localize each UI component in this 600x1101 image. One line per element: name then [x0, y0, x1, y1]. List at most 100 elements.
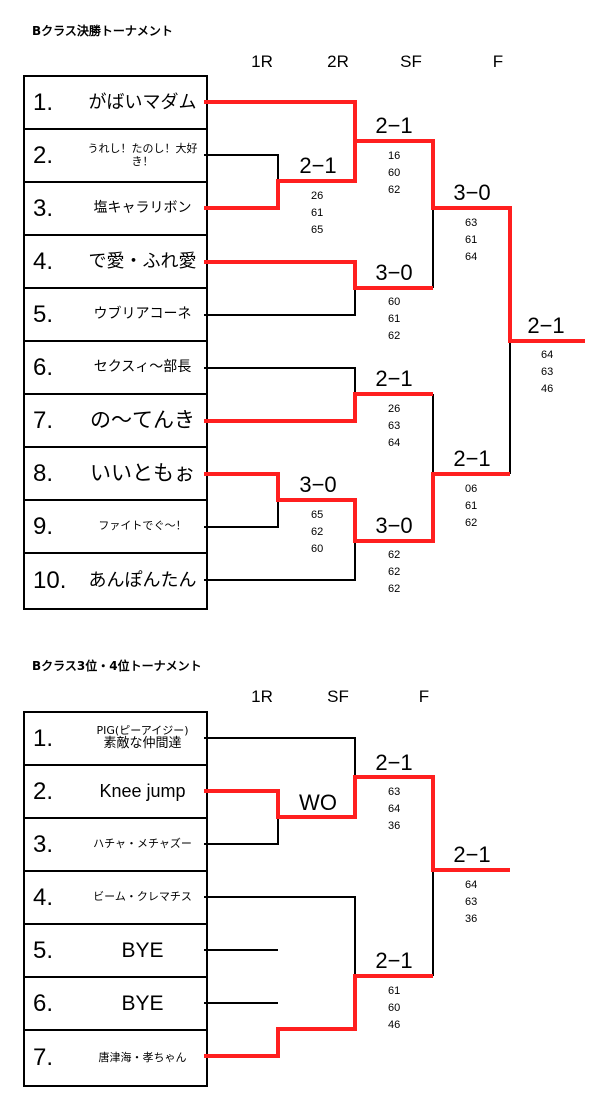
entry-row: 3. 塩キャラリボン: [25, 183, 206, 236]
set-score: 64: [465, 879, 478, 891]
team-name: がばいマダム: [88, 91, 197, 113]
round-header-sf: SF: [400, 52, 422, 71]
entry-row: 7. 唐津海・孝ちゃん: [25, 1031, 206, 1085]
set-score: 06: [465, 483, 478, 495]
team-name: うれし！たのし！大好き！: [87, 142, 198, 168]
winner-path: [204, 392, 433, 423]
set-score: 63: [388, 786, 401, 798]
team-name: 塩キャラリボン: [93, 199, 192, 216]
round-header-f: F: [418, 687, 430, 706]
set-scores: 63 64 36: [388, 784, 400, 835]
set-score: 36: [388, 820, 401, 832]
match-score: WO: [299, 790, 337, 815]
team-name: 唐津海・孝ちゃん: [98, 1050, 187, 1064]
team-name: ファイトでぐ～！: [98, 519, 187, 533]
match-score: 2−1: [375, 366, 413, 391]
main-bracket-lines: [204, 100, 585, 581]
match-score: 2−1: [527, 313, 565, 338]
seed-number: 1.: [33, 724, 54, 752]
set-score: 62: [388, 330, 401, 342]
set-score: 65: [311, 224, 324, 236]
set-score: 60: [388, 1002, 401, 1014]
entry-row: 4. ビーム・クレマチス: [25, 872, 206, 925]
team-name: BYE: [121, 938, 164, 962]
round-header-1r: 1R: [251, 52, 273, 71]
match-score: 3−0: [299, 472, 337, 497]
set-scores: 26 63 64: [388, 401, 400, 452]
bracket-line: [204, 791, 279, 845]
match-score: 3−0: [375, 513, 413, 538]
seed-number: 8.: [33, 459, 54, 487]
set-score: 61: [388, 313, 401, 325]
seed-number: 3.: [33, 194, 54, 222]
entry-row: 6. セクスィ～部長: [25, 342, 206, 395]
set-score: 62: [465, 517, 478, 529]
match-score: 2−1: [375, 948, 413, 973]
team-name: セクスィ～部長: [93, 358, 192, 375]
set-scores: 60 61 62: [388, 294, 400, 345]
set-score: 62: [388, 566, 401, 578]
main-title: Bクラス決勝トーナメント: [32, 24, 173, 38]
set-score: 60: [311, 543, 324, 555]
bracket-line: [204, 896, 356, 976]
set-score: 36: [465, 913, 478, 925]
set-scores: 62 62 62: [388, 547, 400, 598]
team-name: あんぽんたん: [88, 570, 197, 592]
set-scores: 64 63 46: [541, 347, 553, 398]
entry-row: 9. ファイトでぐ～！: [25, 501, 206, 554]
set-score: 63: [465, 217, 478, 229]
team-name: ビーム・クレマチス: [93, 890, 192, 904]
set-score: 61: [388, 985, 401, 997]
team-name: Knee jump: [99, 780, 186, 801]
winner-path: [204, 141, 357, 210]
seed-number: 10.: [33, 567, 67, 594]
set-score: 62: [388, 184, 401, 196]
match-score: 3−0: [453, 180, 491, 205]
set-score: 61: [465, 234, 478, 246]
winner-path: [204, 260, 433, 290]
team-name-line: 素敵な仲間達: [103, 736, 182, 752]
set-scores: 26 61 65: [311, 188, 323, 239]
set-score: 16: [388, 150, 401, 162]
set-score: 61: [311, 207, 324, 219]
seed-number: 9.: [33, 512, 54, 540]
team-name: で愛・ふれ愛: [88, 250, 197, 272]
seed-number: 2.: [33, 777, 54, 805]
entry-row: 2. うれし！たのし！大好き！: [25, 130, 206, 183]
seed-number: 6.: [33, 989, 54, 1017]
set-scores: 16 60 62: [388, 148, 400, 199]
match-score: 2−1: [375, 750, 413, 775]
seed-number: 5.: [33, 936, 54, 964]
set-score: 63: [388, 420, 401, 432]
bracket-line: [204, 474, 279, 528]
seed-number: 1.: [33, 88, 54, 116]
set-score: 64: [541, 349, 554, 361]
team-name: の～てんき: [90, 408, 195, 432]
team-name: PIG(ピーアイジー) 素敵な仲間達: [85, 713, 200, 764]
set-score: 65: [311, 509, 324, 521]
set-score: 60: [388, 167, 401, 179]
entry-row: 8. いいともぉ: [25, 448, 206, 501]
seed-number: 7.: [33, 1044, 54, 1071]
set-score: 62: [388, 583, 401, 595]
round-header-f: F: [492, 52, 504, 71]
set-scores: 65 62 60: [311, 507, 323, 558]
main-entry-list: 1. がばいマダム 2. うれし！たのし！大好き！ 3. 塩キャラリボン 4. …: [23, 75, 208, 610]
entry-row: 3. ハチャ・メチャズー: [25, 819, 206, 872]
set-scores: 63 61 64: [465, 215, 477, 266]
match-score: 2−1: [299, 153, 337, 178]
set-score: 26: [388, 403, 401, 415]
third-entry-list: 1. PIG(ピーアイジー) 素敵な仲間達 2. Knee jump 3. ハチ…: [23, 711, 208, 1087]
match-score: 2−1: [375, 113, 413, 138]
seed-number: 5.: [33, 300, 54, 328]
set-score: 62: [311, 526, 324, 538]
round-header-sf: SF: [327, 687, 349, 706]
set-score: 64: [388, 437, 401, 449]
team-name: いいともぉ: [90, 461, 195, 485]
bracket-line: [204, 737, 356, 777]
set-score: 46: [388, 1019, 401, 1031]
bracket-line: [204, 262, 356, 316]
bracket-line: [204, 367, 356, 394]
set-score: 26: [311, 190, 324, 202]
entry-row: 4. で愛・ふれ愛: [25, 236, 206, 289]
